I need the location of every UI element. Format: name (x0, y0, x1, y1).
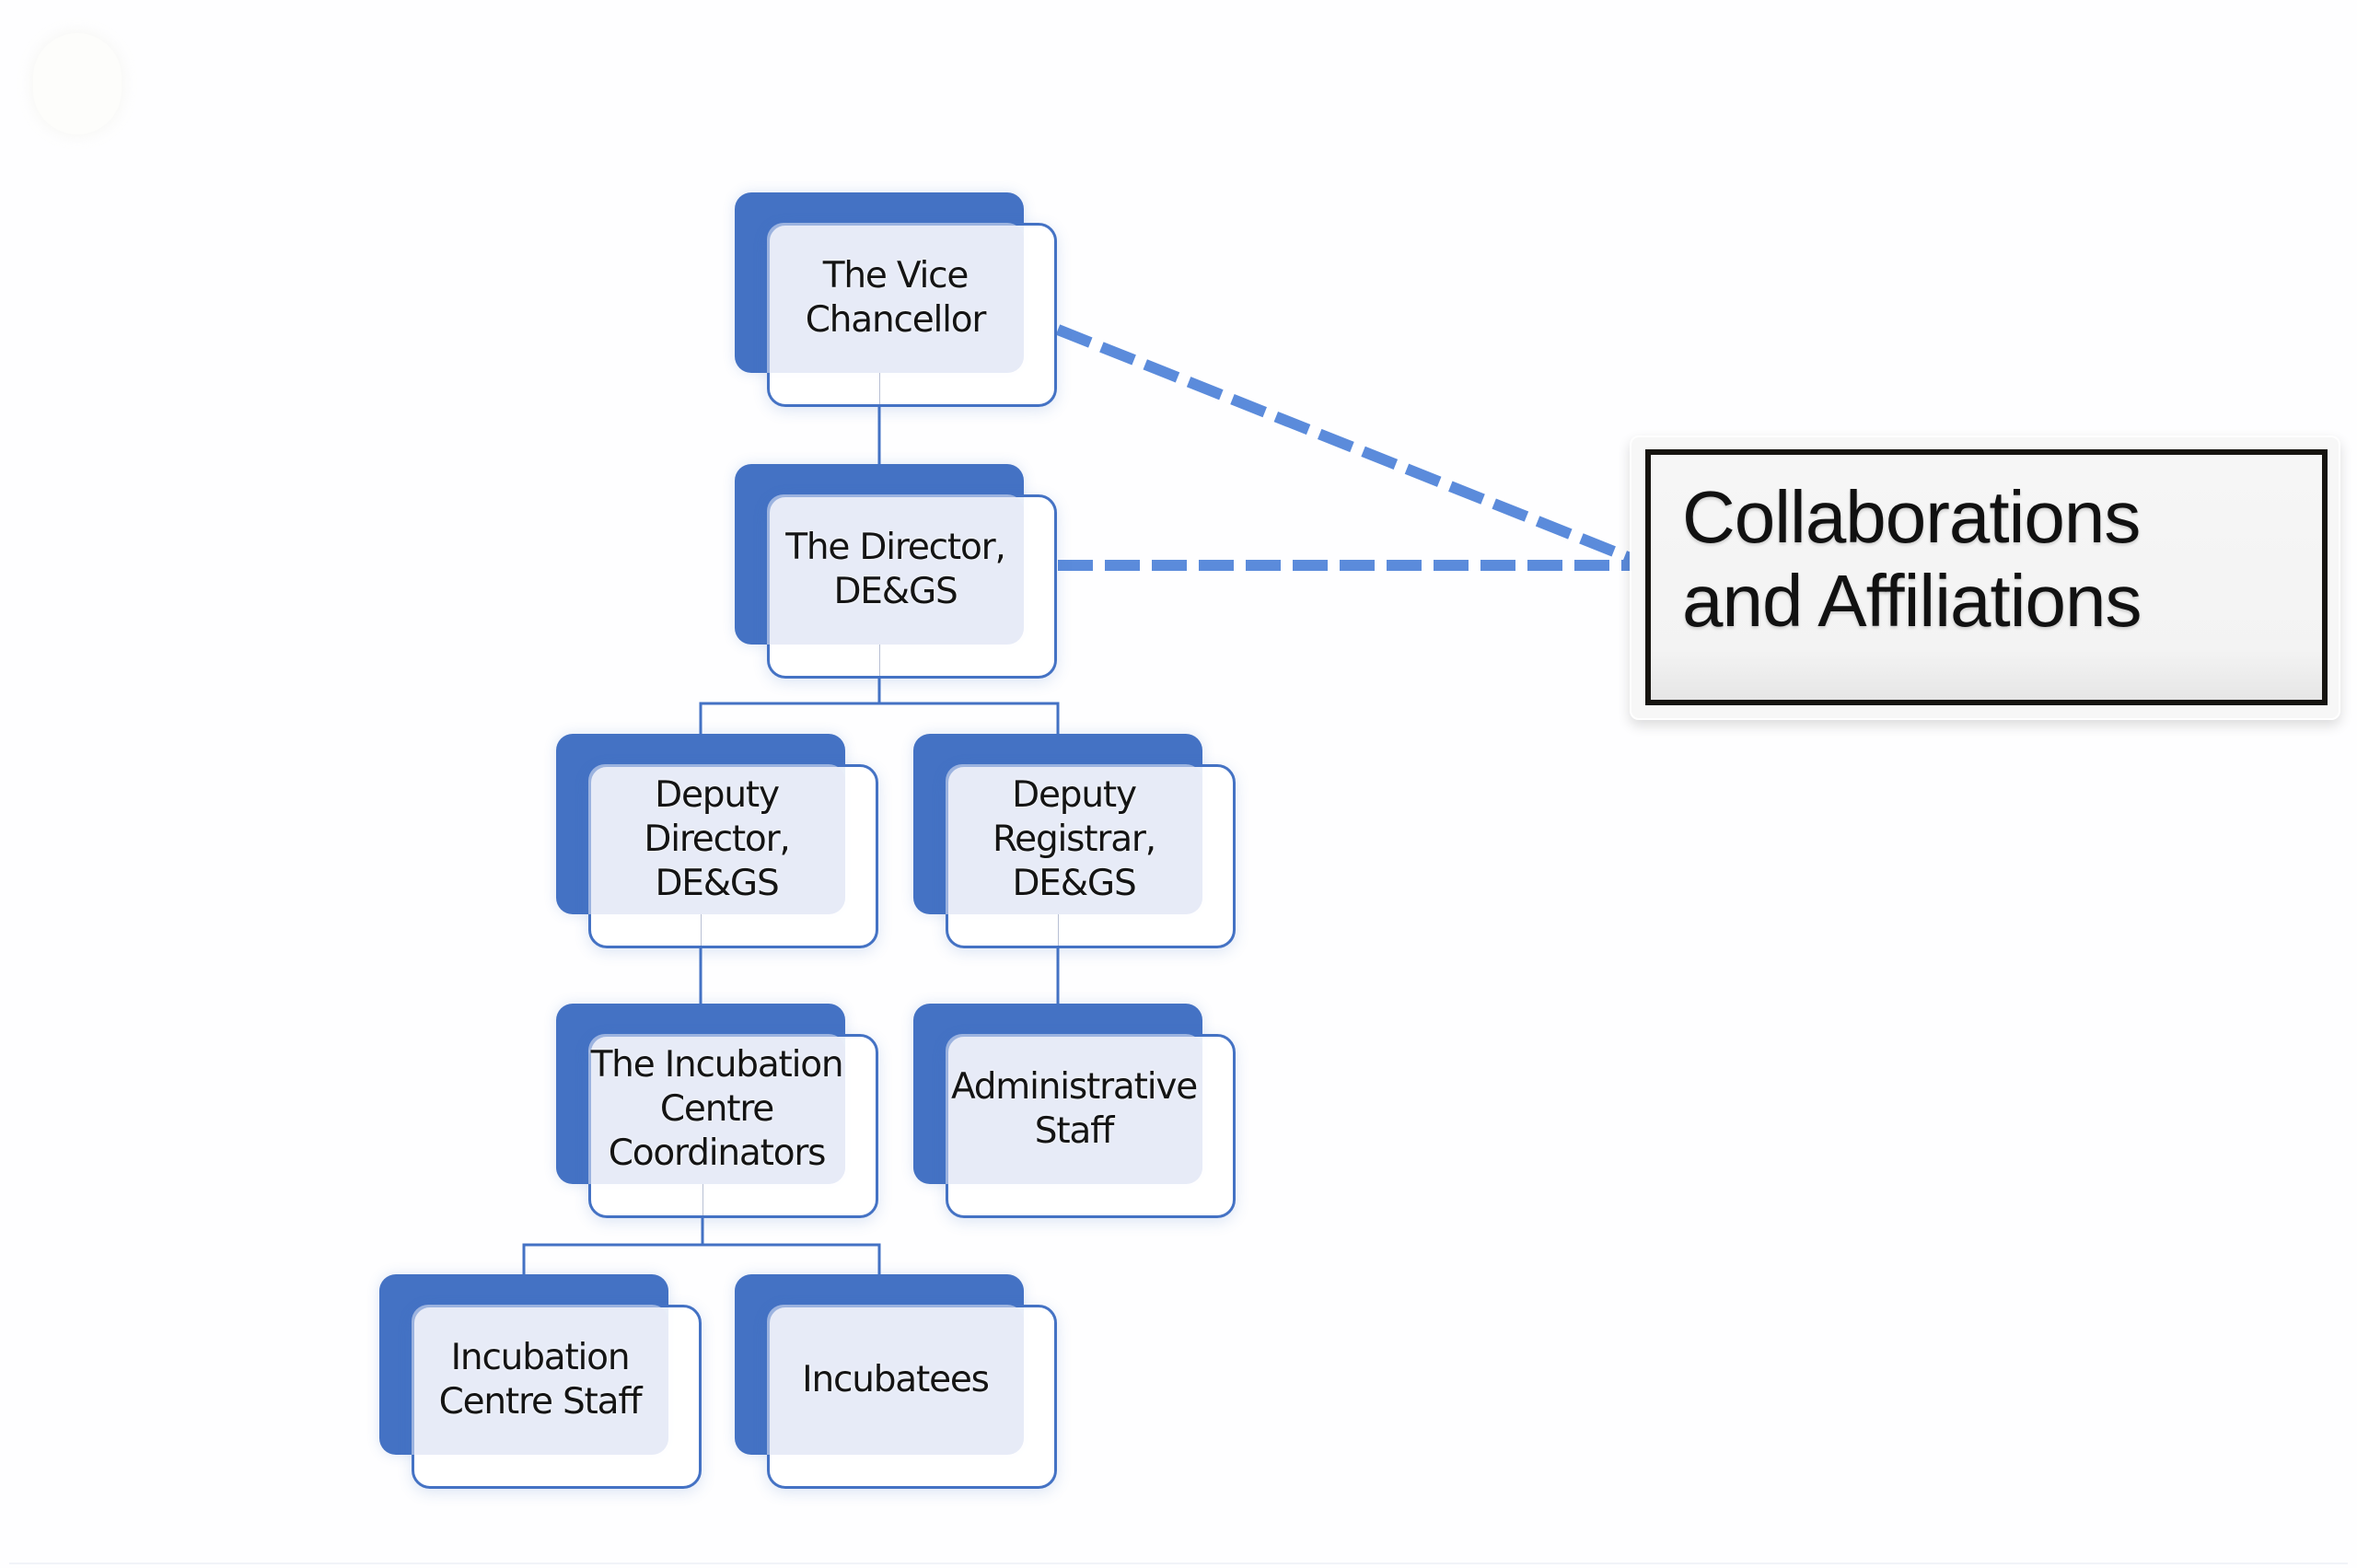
node-label: Deputy Registrar, DE&GS (993, 773, 1156, 904)
node-label: The Director, DE&GS (785, 526, 1006, 612)
collaborations-box[interactable]: Collaborations and Affiliations (1630, 436, 2340, 720)
node-incubatees[interactable]: Incubatees (735, 1274, 1057, 1489)
node-label: The Vice Chancellor (805, 254, 987, 341)
slide-bottom-edge (9, 1562, 2348, 1564)
node-label: Deputy Director, DE&GS (644, 773, 790, 904)
node-label: The Incubation Centre Coordinators (590, 1043, 844, 1174)
node-incubation-coordinators[interactable]: The Incubation Centre Coordinators (556, 1004, 878, 1218)
node-label: Administrative Staff (950, 1065, 1198, 1152)
node-label: Incubatees (802, 1358, 990, 1400)
node-inner-connector (879, 373, 880, 404)
collaborations-label: Collaborations and Affiliations (1682, 476, 2142, 642)
node-inner-connector (879, 645, 880, 676)
node-deputy-director[interactable]: Deputy Director, DE&GS (556, 734, 878, 948)
logo-watermark-icon (33, 33, 122, 134)
node-deputy-registrar[interactable]: Deputy Registrar, DE&GS (913, 734, 1236, 948)
node-incubation-centre-staff[interactable]: Incubation Centre Staff (379, 1274, 702, 1489)
node-inner-connector (1058, 914, 1059, 946)
node-label: Incubation Centre Staff (438, 1336, 643, 1423)
node-administrative-staff[interactable]: Administrative Staff (913, 1004, 1236, 1218)
node-inner-connector (702, 1184, 703, 1215)
node-vice-chancellor[interactable]: The Vice Chancellor (735, 192, 1057, 407)
node-director[interactable]: The Director, DE&GS (735, 464, 1057, 679)
collaborations-border: Collaborations and Affiliations (1645, 449, 2328, 705)
node-inner-connector (701, 914, 702, 946)
